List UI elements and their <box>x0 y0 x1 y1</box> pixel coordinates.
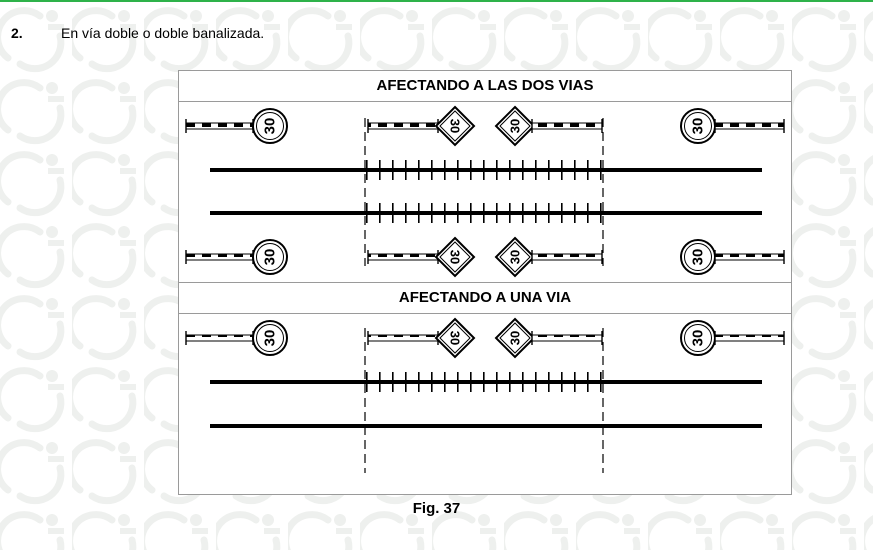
round-sign-label: 30 <box>690 118 707 135</box>
barrier-stripes <box>368 254 438 260</box>
speed-limit-diamond-sign: 30 <box>434 105 476 147</box>
speed-limit-round-sign: 30 <box>680 108 716 144</box>
barrier-stripes <box>368 123 438 129</box>
round-sign-inner <box>256 324 284 352</box>
barrier-stripes <box>715 335 784 341</box>
figure-37: 30 30 30 30 30 30 30 30 30 30 30 30 AFECTANDO A LAS… <box>178 70 792 495</box>
item-number: 2. <box>11 25 23 41</box>
speed-limit-diamond-sign: 30 <box>434 317 476 359</box>
railway-track <box>210 203 762 223</box>
barrier-stripes <box>715 254 784 260</box>
barrier-bar <box>531 331 603 345</box>
barrier-bar <box>714 331 785 345</box>
round-sign-label: 30 <box>690 249 707 266</box>
barrier-stripes <box>186 123 253 129</box>
diamond-sign-outer <box>434 236 476 278</box>
diamond-sign-label: 30 <box>448 250 463 264</box>
section-title-one-track: AFECTANDO A UNA VIA <box>398 289 572 306</box>
barrier-bar <box>714 250 785 264</box>
speed-limit-round-sign: 30 <box>252 108 288 144</box>
speed-limit-round-sign: 30 <box>252 320 288 356</box>
speed-limit-round-sign: 30 <box>680 320 716 356</box>
barrier-stripes <box>532 335 602 341</box>
diamond-sign-label: 30 <box>508 331 523 345</box>
barrier-bar <box>531 250 603 264</box>
track-rail <box>210 424 762 428</box>
diamond-sign-inner <box>439 110 471 142</box>
round-sign-outer <box>252 239 288 275</box>
diamond-sign-label: 30 <box>508 119 523 133</box>
railway-track <box>210 160 762 180</box>
barrier-stripes <box>186 254 253 260</box>
diamond-sign-inner <box>439 322 471 354</box>
track-sleepers <box>366 203 604 223</box>
round-sign-inner <box>684 243 712 271</box>
diamond-sign-label: 30 <box>508 250 523 264</box>
round-sign-outer <box>252 108 288 144</box>
diamond-sign-outer <box>494 317 536 359</box>
barrier-stripes <box>532 123 602 129</box>
track-sleepers <box>366 160 604 180</box>
speed-limit-diamond-sign: 30 <box>494 317 536 359</box>
round-sign-inner <box>684 112 712 140</box>
speed-limit-round-sign: 30 <box>252 239 288 275</box>
barrier-stripes <box>368 335 438 341</box>
round-sign-label: 30 <box>262 118 279 135</box>
section-title-both-tracks: AFECTANDO A LAS DOS VIAS <box>376 77 594 94</box>
round-sign-label: 30 <box>690 330 707 347</box>
diamond-sign-inner <box>499 241 531 273</box>
round-sign-outer <box>252 320 288 356</box>
diamond-sign-inner <box>439 241 471 273</box>
diamond-sign-inner <box>499 322 531 354</box>
diamond-sign-label: 30 <box>448 331 463 345</box>
speed-limit-diamond-sign: 30 <box>434 236 476 278</box>
barrier-stripes <box>186 335 253 341</box>
round-sign-label: 30 <box>262 330 279 347</box>
diamond-sign-label: 30 <box>448 119 463 133</box>
figure-diagram: 30 30 30 30 30 30 30 30 30 30 30 30 <box>178 70 792 495</box>
speed-limit-diamond-sign: 30 <box>494 236 536 278</box>
barrier-stripes <box>532 254 602 260</box>
diamond-sign-outer <box>434 317 476 359</box>
item-text: En vía doble o doble banalizada. <box>61 25 265 41</box>
top-accent-rule <box>0 0 873 2</box>
round-sign-inner <box>684 324 712 352</box>
speed-limit-diamond-sign: 30 <box>494 105 536 147</box>
diamond-sign-inner <box>499 110 531 142</box>
diamond-sign-outer <box>494 236 536 278</box>
track-sleepers <box>366 372 604 392</box>
barrier-bar <box>714 119 785 133</box>
railway-track <box>210 424 762 428</box>
round-sign-inner <box>256 112 284 140</box>
round-sign-label: 30 <box>262 249 279 266</box>
railway-track <box>210 372 762 392</box>
diamond-sign-outer <box>434 105 476 147</box>
speed-limit-round-sign: 30 <box>680 239 716 275</box>
diamond-sign-outer <box>494 105 536 147</box>
barrier-bar <box>531 119 603 133</box>
barrier-stripes <box>715 123 784 129</box>
figure-caption: Fig. 37 <box>412 500 461 517</box>
round-sign-inner <box>256 243 284 271</box>
